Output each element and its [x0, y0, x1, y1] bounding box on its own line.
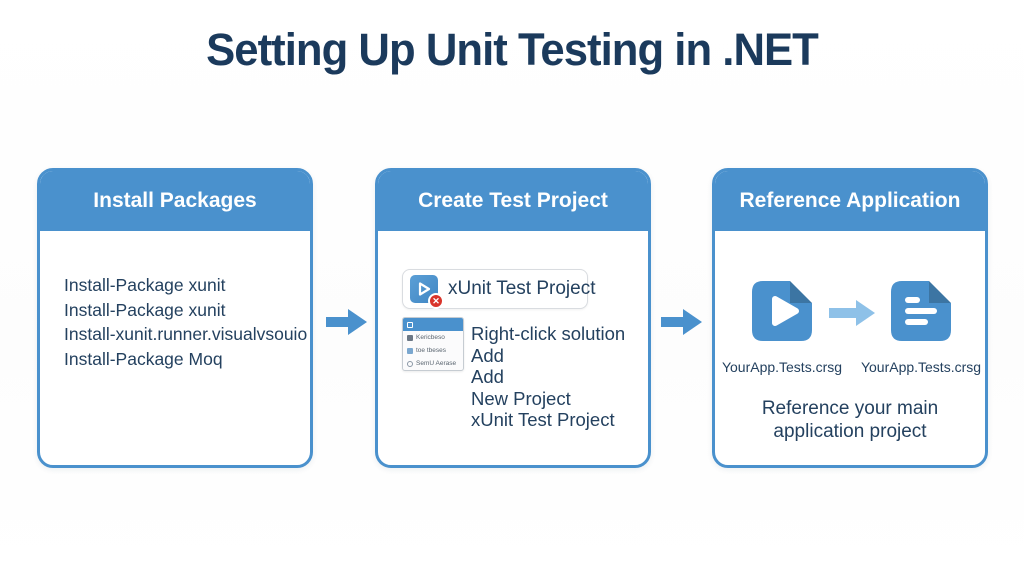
context-menu-thumbnail: Kericbeso toe tbeses SemU Aerase — [402, 317, 464, 371]
card-create-test-project: Create Test Project ✕ xUnit Test Project… — [375, 168, 651, 468]
step-line: Right-click solution — [471, 323, 626, 344]
play-icon — [418, 282, 431, 296]
card-reference-application-header: Reference Application — [715, 171, 985, 231]
test-project-file: YourApp.Tests.crsg — [719, 280, 845, 375]
context-menu-item-label: SemU Aerase — [416, 360, 457, 367]
context-menu-item-label: Kericbeso — [416, 334, 445, 341]
command-line: Install-xunit.runner.visualvsouio — [64, 324, 308, 344]
menu-item-icon — [407, 334, 413, 341]
menu-item-icon — [407, 347, 413, 354]
menu-item-icon — [407, 360, 413, 367]
step-line: xUnit Test Project — [471, 409, 615, 430]
error-badge-icon: ✕ — [428, 293, 444, 309]
test-project-file-icon — [752, 281, 812, 341]
step-line: Add — [471, 344, 504, 366]
card-install-packages: Install Packages Install-Package xunit I… — [37, 168, 313, 468]
context-menu-item[interactable]: SemU Aerase — [403, 357, 463, 370]
create-project-steps-list: Right-click solution Add Add New Project… — [471, 323, 625, 431]
card-reference-application-title: Reference Application — [739, 189, 961, 212]
card-install-packages-title: Install Packages — [93, 189, 257, 212]
reference-caption-text: Reference your main application project — [761, 398, 939, 442]
reference-caption: Reference your main application project — [715, 397, 985, 443]
step-line: New Project — [471, 387, 571, 409]
install-commands-list: Install-Package xunit Install-Package xu… — [64, 273, 308, 371]
arrow-right-icon — [326, 309, 367, 335]
page-title: Setting Up Unit Testing in .NET — [206, 24, 819, 75]
card-install-packages-header: Install Packages — [40, 171, 310, 231]
context-menu-item-selected[interactable] — [403, 318, 463, 331]
xunit-test-project-button-label: xUnit Test Project — [448, 278, 596, 299]
context-menu-item[interactable]: Kericbeso — [403, 331, 463, 344]
card-create-test-project-header: Create Test Project — [378, 171, 648, 231]
application-project-file-label: YourApp.Tests.crsg — [860, 359, 982, 375]
application-project-file: YourApp.Tests.crsg — [857, 280, 985, 375]
test-project-file-label: YourApp.Tests.crsg — [721, 359, 843, 375]
xunit-test-project-button[interactable]: ✕ xUnit Test Project — [402, 269, 595, 309]
step-line: Add — [471, 366, 504, 387]
folder-icon — [407, 321, 413, 328]
context-menu-item-label: toe tbeses — [416, 347, 446, 354]
application-project-file-icon — [891, 281, 951, 341]
command-line: Install-Package xunit — [64, 299, 226, 320]
command-line: Install-Package xunit — [64, 275, 226, 295]
command-line: Install-Package Moq — [64, 348, 223, 369]
context-menu-item[interactable]: toe tbeses — [403, 344, 463, 357]
arrow-right-icon-small — [829, 300, 875, 326]
card-reference-application: Reference Application YourApp.Tests.crsg… — [712, 168, 988, 468]
arrow-right-icon — [661, 309, 702, 335]
card-create-test-project-title: Create Test Project — [418, 189, 608, 212]
test-runner-play-icon: ✕ — [410, 275, 444, 309]
